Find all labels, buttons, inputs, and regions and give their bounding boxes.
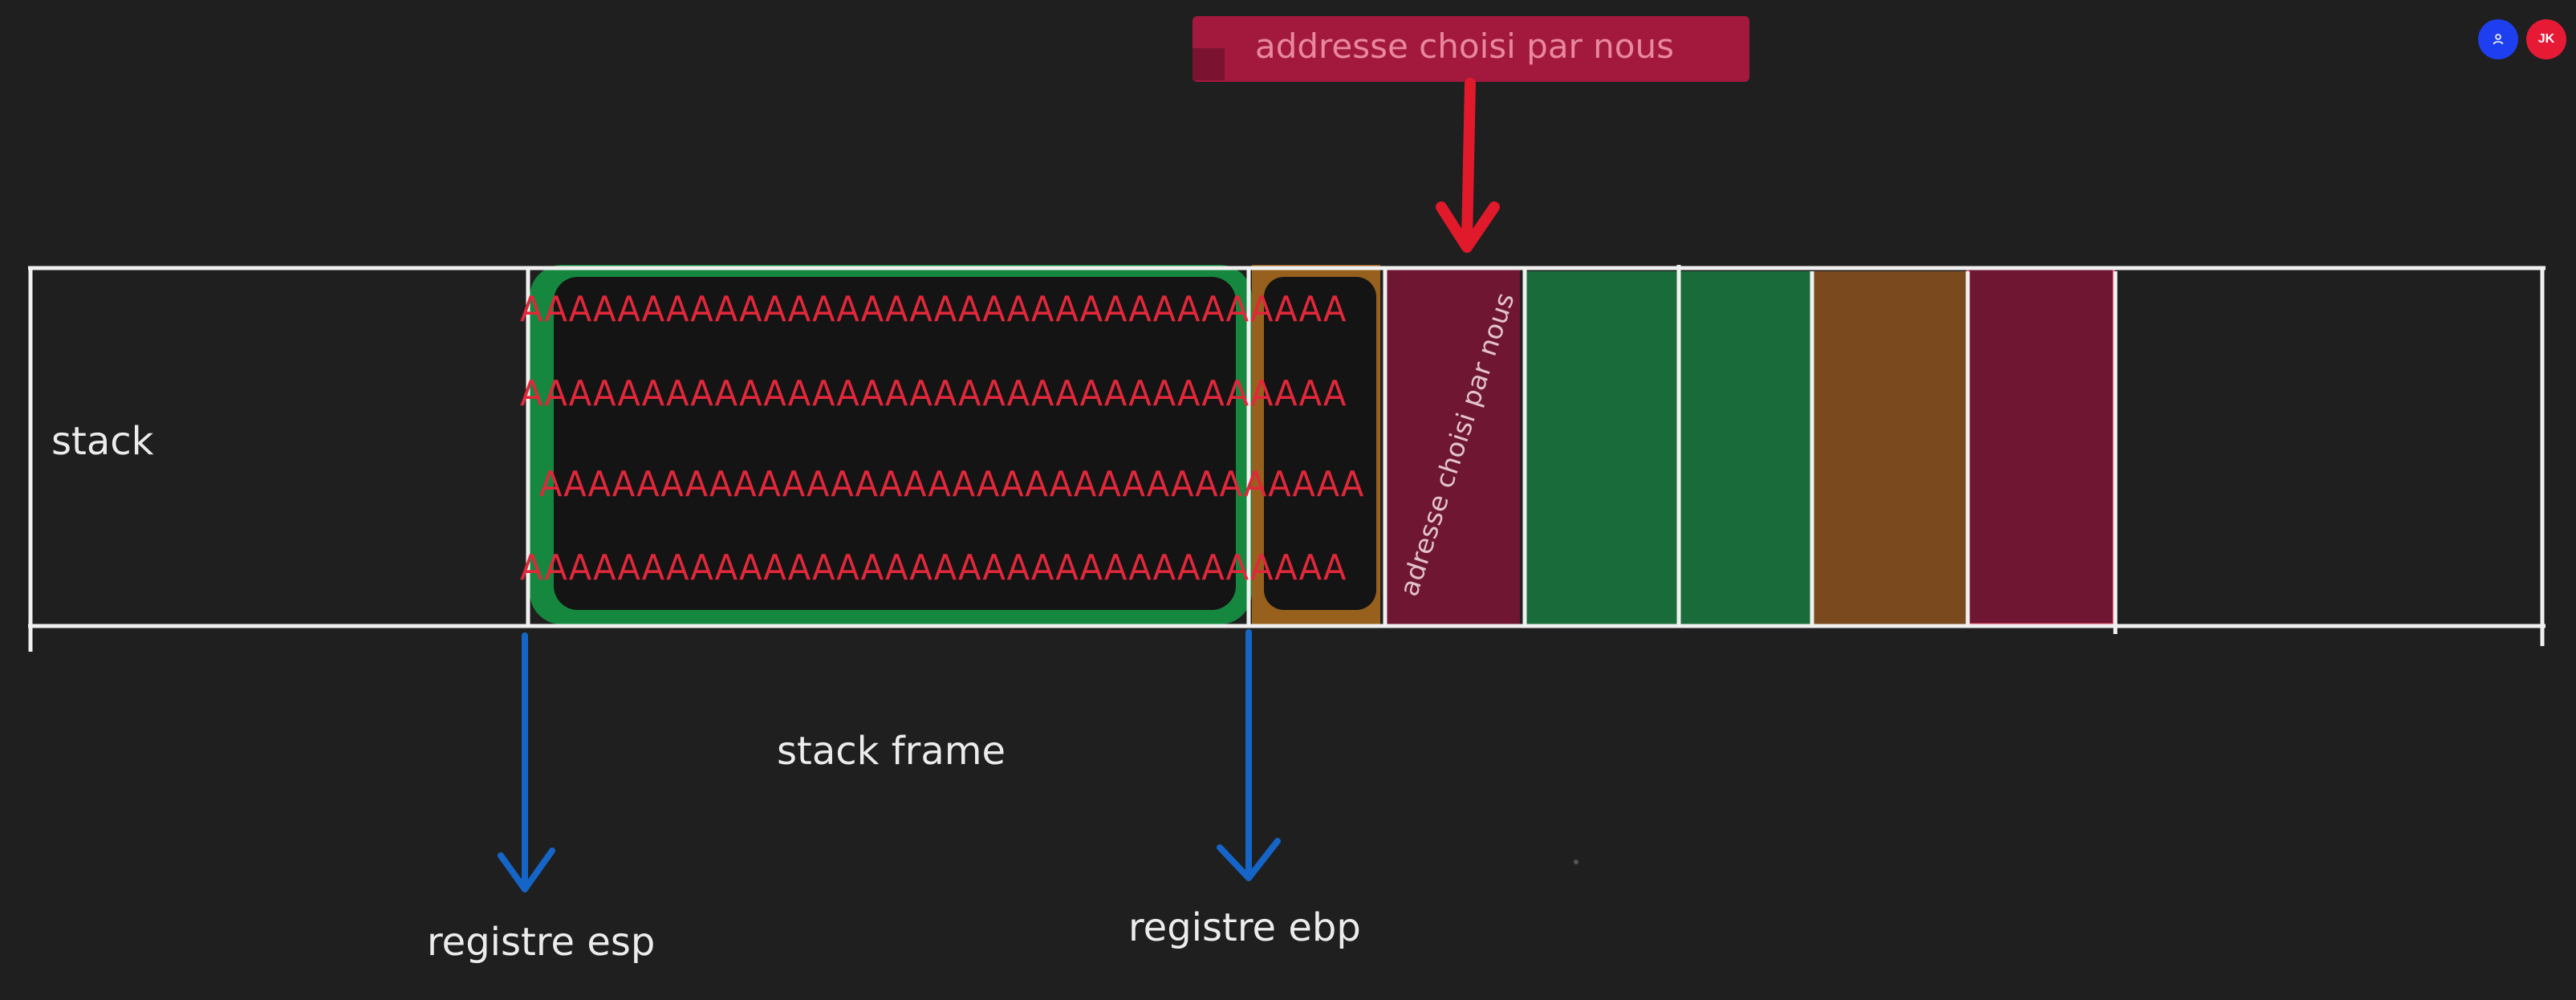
person-icon [2493, 34, 2504, 45]
stack-frame-label: stack frame [777, 729, 1006, 774]
user-avatar-2[interactable]: JK [2526, 19, 2566, 59]
stray-dot [1574, 860, 1579, 864]
overflow-row-4: AAAAAAAAAAAAAAAAAAAAAAAAAAAAAAAAAA [520, 547, 1347, 588]
callout-shadow [1193, 48, 1225, 80]
registre-ebp-label: registre ebp [1128, 905, 1361, 950]
top-callout: addresse choisi par nous [1193, 16, 1749, 82]
brown-cell [1814, 271, 1966, 624]
maroon-cell [1966, 266, 2115, 626]
registre-esp-label: registre esp [427, 920, 655, 965]
ebp-arrow [1217, 629, 1281, 881]
stack-cells [530, 265, 2115, 626]
red-arrow [1436, 78, 1500, 253]
stack-label: stack [51, 419, 154, 464]
overflow-row-2: AAAAAAAAAAAAAAAAAAAAAAAAAAAAAAAAAA [520, 373, 1347, 414]
esp-arrow [498, 632, 555, 892]
green-cell-1 [1525, 271, 1677, 624]
user-avatar-1[interactable] [2478, 19, 2518, 59]
saved-ebp-black [1264, 277, 1376, 610]
return-address-cell [1385, 268, 1520, 624]
user-initials: JK [2537, 32, 2555, 46]
buffer-black-overlay [554, 277, 1236, 610]
overflow-rows: AAAAAAAAAAAAAAAAAAAAAAAAAAAAAAAAAA AAAAA… [520, 289, 1364, 588]
callout-box [1193, 16, 1749, 82]
green-cell-2 [1679, 271, 1811, 624]
overflow-row-3: AAAAAAAAAAAAAAAAAAAAAAAAAAAAAAAAAA [539, 464, 1364, 505]
callout-text: addresse choisi par nous [1255, 26, 1674, 66]
stack-outline [28, 265, 2546, 652]
overflow-row-1: AAAAAAAAAAAAAAAAAAAAAAAAAAAAAAAAAA [520, 289, 1347, 330]
